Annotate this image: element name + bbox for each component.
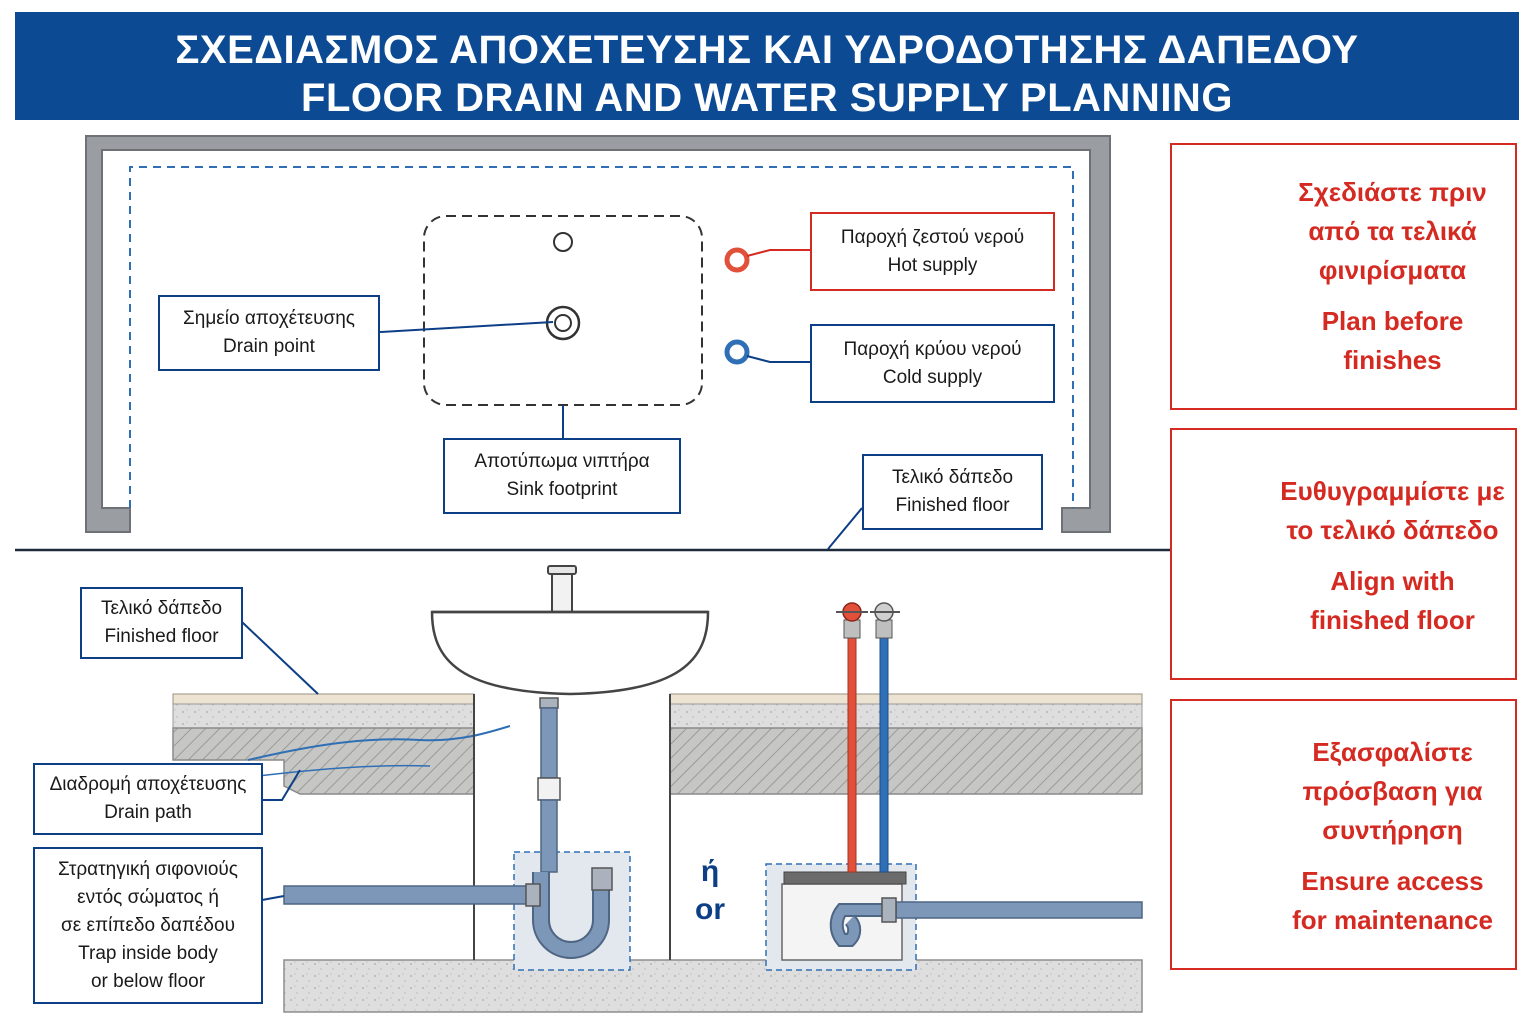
- drain-path-mark-2: [257, 764, 431, 777]
- drain-point-inner: [554, 314, 572, 332]
- hot-supply-fitting: [843, 619, 861, 639]
- plan-finished-floor-english: Finished floor: [895, 495, 1010, 516]
- warning-panel-access: Εξασφαλίστε πρόσβαση για συντήρηση Ensur…: [1170, 699, 1517, 970]
- drain-point-english: Drain point: [223, 336, 315, 357]
- cold-supply-greek: Παροχή κρύου νερού: [843, 338, 1022, 360]
- trap-greek-2: εντός σώματος ή: [77, 886, 219, 908]
- section-finished-floor-greek: Τελικό δάπεδο: [100, 598, 223, 619]
- floor-trap-grate: [783, 871, 907, 885]
- warning-1-english-1: Plan before: [1321, 306, 1464, 336]
- sink-basin: [430, 610, 710, 696]
- drain-point-callout: Σημείο αποχέτευσης Drain point: [158, 295, 380, 371]
- trap-english-2: or below floor: [90, 970, 206, 992]
- trap-english-1: Trap inside body: [78, 942, 218, 964]
- warning-3-english-1: Ensure access: [1301, 866, 1484, 896]
- warning-1-text: Σχεδιάστε πριν από τα τελικά φινιρίσματα…: [1272, 173, 1513, 380]
- cold-supply-callout: Παροχή κρύου νερού Cold supply: [810, 324, 1055, 403]
- warning-2-english-1: Align with: [1330, 566, 1455, 596]
- trap-leader: [261, 895, 285, 901]
- faucet-top: [547, 565, 577, 575]
- drain-pipe-vertical: [540, 707, 558, 779]
- drain-path-mark: [247, 725, 511, 761]
- plan-finished-floor-greek: Τελικό δάπεδο: [891, 467, 1014, 488]
- warning-3-english-2: for maintenance: [1292, 905, 1493, 935]
- floor-trap-coupling: [881, 897, 897, 923]
- or-english-label: or: [695, 893, 725, 926]
- hot-supply-greek: Παροχή ζεστού νερού: [840, 226, 1025, 248]
- section-finished-floor-callout: Τελικό δάπεδο Finished floor: [80, 587, 243, 659]
- faucet-hole: [553, 232, 573, 252]
- cold-supply-marker: [724, 339, 750, 365]
- warning-3-greek-2: πρόσβαση για: [1302, 776, 1483, 806]
- warning-panel-align: Ευθυγραμμίστε με το τελικό δάπεδο Align …: [1170, 428, 1517, 680]
- plan-finished-floor-callout: Τελικό δάπεδο Finished floor: [862, 454, 1043, 530]
- sink-footprint-english: Sink footprint: [506, 479, 618, 500]
- finished-floor-left: [172, 693, 475, 705]
- hot-supply-leader: [746, 249, 810, 257]
- warning-1-greek-1: Σχεδιάστε πριν: [1298, 177, 1487, 207]
- drain-path-greek: Διαδρομή αποχέτευσης: [49, 774, 247, 795]
- hot-supply-pipe: [847, 635, 857, 873]
- drain-path-callout: Διαδρομή αποχέτευσης Drain path: [33, 763, 263, 835]
- warning-2-english-2: finished floor: [1310, 605, 1475, 635]
- outlet-coupling: [525, 883, 541, 907]
- cold-supply-leader: [746, 355, 810, 363]
- cold-supply-english: Cold supply: [882, 366, 983, 388]
- warning-3-text: Εξασφαλίστε πρόσβαση για συντήρηση Ensur…: [1272, 733, 1513, 940]
- warning-3-greek-1: Εξασφαλίστε: [1312, 737, 1473, 767]
- sink-tailpiece: [539, 697, 559, 709]
- trap-greek-1: Στρατηγική σιφονιούς: [58, 858, 238, 880]
- base-slab: [283, 959, 1143, 1013]
- warning-1-english-2: finishes: [1343, 345, 1442, 375]
- hot-supply-english: Hot supply: [887, 254, 978, 276]
- drain-point-leader: [379, 321, 554, 333]
- warning-2-greek-2: το τελικό δάπεδο: [1286, 515, 1499, 545]
- screed-left: [172, 703, 475, 729]
- warning-1-greek-3: φινιρίσματα: [1318, 255, 1467, 285]
- finished-floor-leader: [827, 507, 863, 550]
- or-greek-label: ή: [700, 855, 720, 888]
- drain-path-english: Drain path: [104, 802, 192, 823]
- hot-supply-marker: [724, 247, 750, 273]
- structural-slab-right: [669, 727, 1143, 795]
- title-greek: ΣΧΕΔΙΑΣΜΟΣ ΑΠΟΧΕΤΕΥΣΗΣ ΚΑΙ ΥΔΡΟΔΟΤΗΣΗΣ Δ…: [175, 28, 1359, 72]
- cold-supply-pipe: [879, 635, 889, 873]
- section-view: [172, 565, 1143, 1013]
- finished-floor-outline: [129, 166, 1074, 508]
- finished-floor-right: [669, 693, 1143, 705]
- warning-panel-plan: Σχεδιάστε πριν από τα τελικά φινιρίσματα…: [1170, 143, 1517, 410]
- trap-strategy-callout: Στρατηγική σιφονιούς εντός σώματος ή σε …: [33, 847, 263, 1004]
- floor-trap-outlet-pipe: [895, 901, 1143, 919]
- trap-cap: [591, 867, 613, 891]
- cold-supply-fitting: [875, 619, 893, 639]
- drain-point-greek: Σημείο αποχέτευσης: [183, 308, 355, 329]
- plan-wall: [85, 135, 1111, 533]
- drain-path-leader: [262, 769, 301, 801]
- plan-view: [85, 135, 1111, 550]
- warning-3-greek-3: συντήρηση: [1322, 815, 1463, 845]
- trap-greek-3: σε επίπεδο δαπέδου: [61, 914, 235, 936]
- warning-2-greek-1: Ευθυγραμμίστε με: [1280, 476, 1505, 506]
- drain-pipe-lower: [540, 799, 558, 873]
- sink-footprint-callout: Αποτύπωμα νιπτήρα Sink footprint: [443, 438, 681, 514]
- pipe-coupling: [537, 777, 561, 801]
- section-floor-leader: [241, 621, 319, 695]
- screed-right: [669, 703, 1143, 729]
- section-finished-floor-english: Finished floor: [104, 626, 219, 647]
- hot-supply-callout: Παροχή ζεστού νερού Hot supply: [810, 212, 1055, 291]
- sink-footprint-greek: Αποτύπωμα νιπτήρα: [474, 451, 650, 472]
- warning-2-text: Ευθυγραμμίστε με το τελικό δάπεδο Align …: [1272, 472, 1513, 640]
- warning-1-greek-2: από τα τελικά: [1308, 216, 1477, 246]
- title-banner: ΣΧΕΔΙΑΣΜΟΣ ΑΠΟΧΕΤΕΥΣΗΣ ΚΑΙ ΥΔΡΟΔΟΤΗΣΗΣ Δ…: [15, 12, 1519, 120]
- title-english: FLOOR DRAIN AND WATER SUPPLY PLANNING: [301, 76, 1233, 120]
- wall-outlet-pipe: [283, 885, 541, 905]
